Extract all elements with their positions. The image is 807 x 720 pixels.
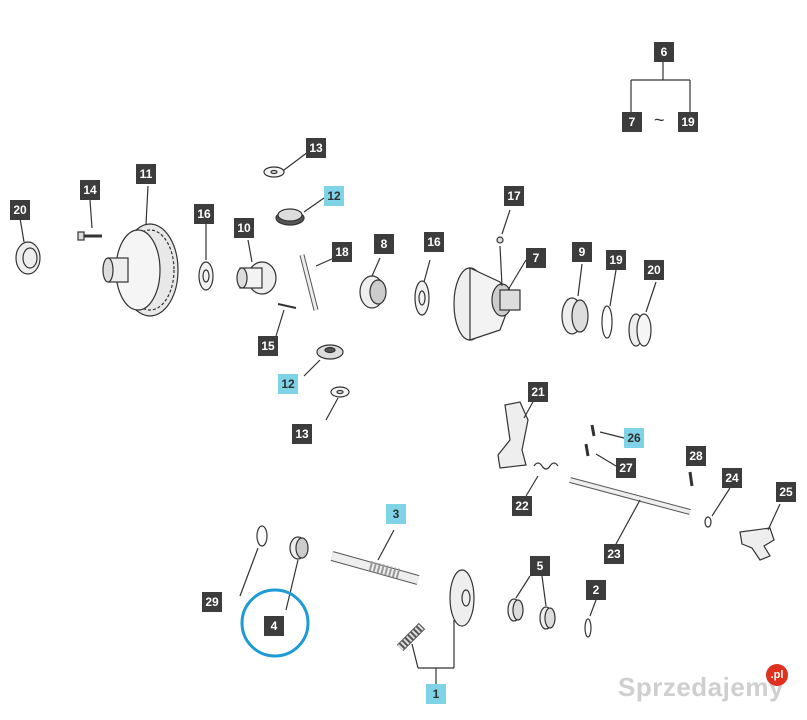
range-separator: ~	[654, 110, 665, 130]
callout-25: 25	[776, 482, 796, 502]
callout-3: 3	[386, 504, 406, 524]
part-pin-18	[299, 254, 335, 311]
callout-29: 29	[202, 592, 222, 612]
part-rod-23	[569, 477, 691, 545]
highlight-circle	[240, 588, 310, 658]
callout-13-top: 13	[306, 138, 326, 158]
watermark-text: Sprzedajemy	[618, 672, 784, 702]
part-pins-26-27	[584, 424, 625, 467]
part-lever-25	[739, 503, 781, 561]
part-pin-15	[275, 303, 297, 337]
range-bracket	[630, 62, 691, 112]
part-plug-17	[496, 209, 511, 244]
part-washer-16	[198, 224, 214, 291]
part-washer-13-top	[263, 151, 309, 178]
callout-20-right: 20	[644, 260, 664, 280]
callout-24: 24	[722, 468, 742, 488]
callout-22: 22	[512, 496, 532, 516]
callout-20-left: 20	[10, 200, 30, 220]
callout-4: 4	[264, 616, 284, 636]
part-shaft-3	[330, 529, 420, 585]
callout-12-top: 12	[324, 186, 344, 206]
part-ring-19	[601, 269, 617, 339]
part-bearings-5	[507, 575, 556, 630]
part-pinion-12-bottom	[303, 344, 344, 377]
callout-15: 15	[258, 336, 278, 356]
part-spring-22	[525, 462, 559, 497]
callout-10: 10	[234, 218, 254, 238]
callout-1: 1	[426, 684, 446, 704]
part-bearing-8	[359, 257, 387, 309]
callout-11: 11	[136, 164, 156, 184]
watermark-badge: .pl	[766, 664, 788, 686]
callout-16-left: 16	[194, 204, 214, 224]
part-ring-29	[239, 525, 268, 597]
part-fork-21	[497, 399, 535, 469]
callout-2: 2	[586, 580, 606, 600]
part-pin-28	[688, 471, 694, 487]
part-gear-10	[236, 239, 277, 295]
part-washer-16-right	[414, 259, 431, 316]
callout-5: 5	[530, 556, 550, 576]
part-ring-2	[584, 599, 597, 638]
callout-9: 9	[572, 242, 592, 262]
part-case-7	[453, 245, 527, 341]
callout-range-from: 7	[622, 112, 642, 132]
callout-12-bottom: 12	[278, 374, 298, 394]
callout-16-right: 16	[424, 232, 444, 252]
callout-21: 21	[528, 382, 548, 402]
callout-19-right: 19	[606, 250, 626, 270]
callout-range-to: 19	[678, 112, 698, 132]
callout-8: 8	[374, 234, 394, 254]
callout-18: 18	[332, 242, 352, 262]
part-pinion-12-top	[275, 197, 325, 226]
callout-7: 7	[526, 248, 546, 268]
part-clip-24	[704, 487, 731, 528]
part-seal-20	[15, 217, 41, 275]
part-bearing-4	[285, 536, 309, 611]
part-bolt-14	[77, 199, 102, 241]
callout-17: 17	[504, 186, 524, 206]
part-washer-13-bottom	[325, 386, 350, 421]
part-pinion-1	[396, 569, 475, 684]
callout-6: 6	[654, 42, 674, 62]
part-gear-11	[102, 185, 179, 317]
callout-13-bottom: 13	[292, 424, 312, 444]
callout-23: 23	[604, 544, 624, 564]
callout-14: 14	[80, 180, 100, 200]
callout-26: 26	[624, 428, 644, 448]
callout-27: 27	[616, 458, 636, 478]
callout-28: 28	[686, 446, 706, 466]
part-seal-20-right	[628, 281, 657, 347]
part-bearing-9	[561, 263, 589, 335]
